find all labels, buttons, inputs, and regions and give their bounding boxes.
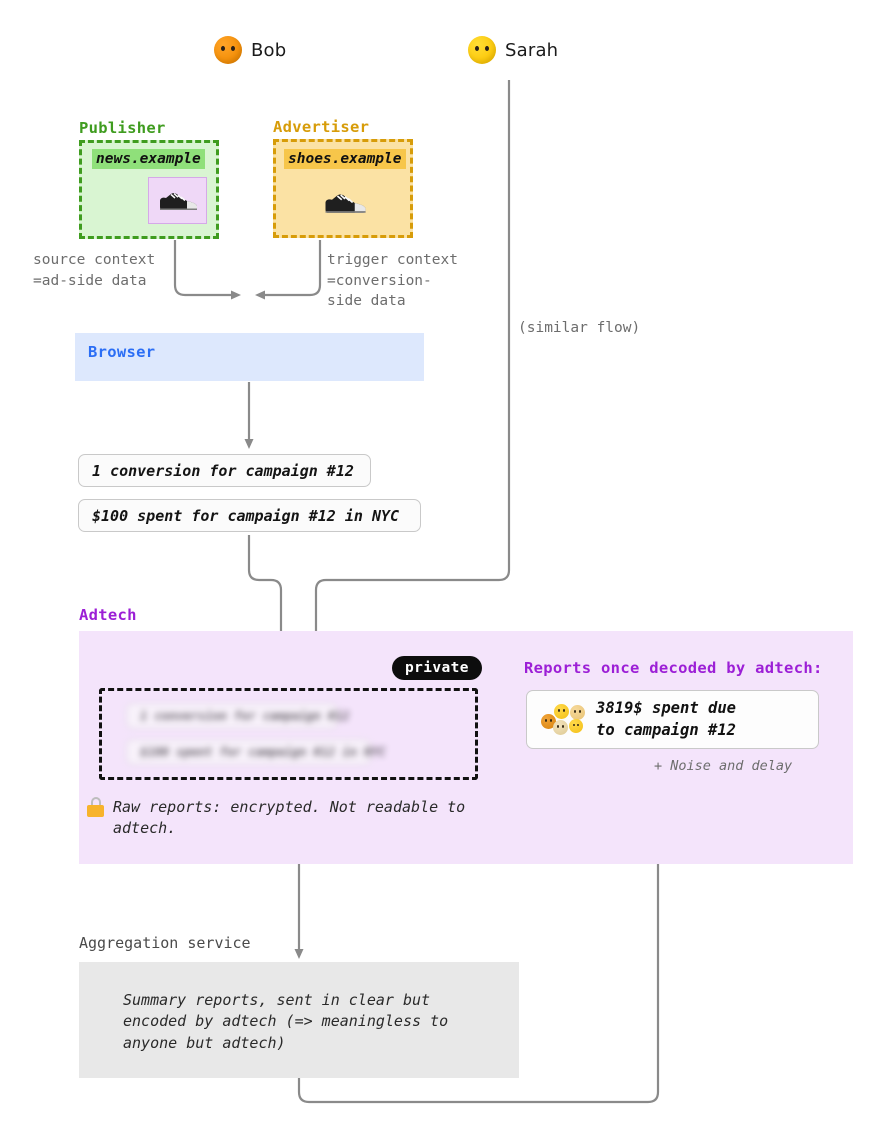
publisher-label: Publisher — [79, 119, 166, 137]
actor-bob: Bob — [214, 36, 286, 64]
raw-reports-note: Raw reports: encrypted. Not readable to … — [87, 797, 487, 840]
decoded-report-text: 3819$ spent due to campaign #12 — [596, 699, 736, 739]
browser-box: Browser — [75, 333, 424, 381]
source-context-label: source context =ad-side data — [33, 252, 156, 289]
face-icon — [468, 36, 496, 64]
face-icon — [214, 36, 242, 64]
raw-reports-note-text: Raw reports: encrypted. Not readable to … — [113, 798, 466, 838]
adtech-label: Adtech — [79, 606, 137, 624]
aggregation-box: Summary reports, sent in clear but encod… — [79, 962, 519, 1078]
actor-name: Sarah — [505, 39, 559, 61]
encrypted-reports-container: 1 conversion for campaign #12 $100 spent… — [99, 688, 478, 780]
trigger-context-label: trigger context =conversion- side data — [327, 252, 458, 310]
faces-cluster-icon — [541, 702, 587, 738]
sneaker-icon — [159, 192, 197, 210]
actor-name: Bob — [251, 39, 287, 61]
private-badge: private — [392, 656, 482, 680]
adtech-box: private 1 conversion for campaign #12 $1… — [79, 631, 853, 864]
sneaker-icon — [325, 194, 366, 213]
advertiser-domain: shoes.example — [284, 149, 406, 169]
report-box: 1 conversion for campaign #12 — [78, 454, 371, 487]
decoded-reports-title: Reports once decoded by adtech: — [524, 659, 823, 677]
advertiser-label: Advertiser — [273, 118, 370, 136]
publisher-box: news.example — [79, 140, 219, 239]
blurred-report-box: 1 conversion for campaign #12 — [126, 703, 350, 729]
publisher-domain: news.example — [92, 149, 205, 169]
noise-note: + Noise and delay — [654, 758, 793, 774]
report-box: $100 spent for campaign #12 in NYC — [78, 499, 421, 532]
ad-slot[interactable] — [148, 177, 207, 224]
blurred-report-box: $100 spent for campaign #12 in NYC — [126, 739, 386, 765]
aggregation-label: Aggregation service — [79, 934, 251, 952]
browser-label: Browser — [88, 343, 156, 361]
actor-sarah: Sarah — [468, 36, 558, 64]
decoded-report-box: 3819$ spent due to campaign #12 — [526, 690, 819, 749]
aggregation-text: Summary reports, sent in clear but encod… — [123, 991, 449, 1052]
lock-icon — [87, 797, 104, 817]
similar-flow-label: (similar flow) — [518, 320, 641, 336]
advertiser-box: shoes.example — [273, 139, 413, 238]
